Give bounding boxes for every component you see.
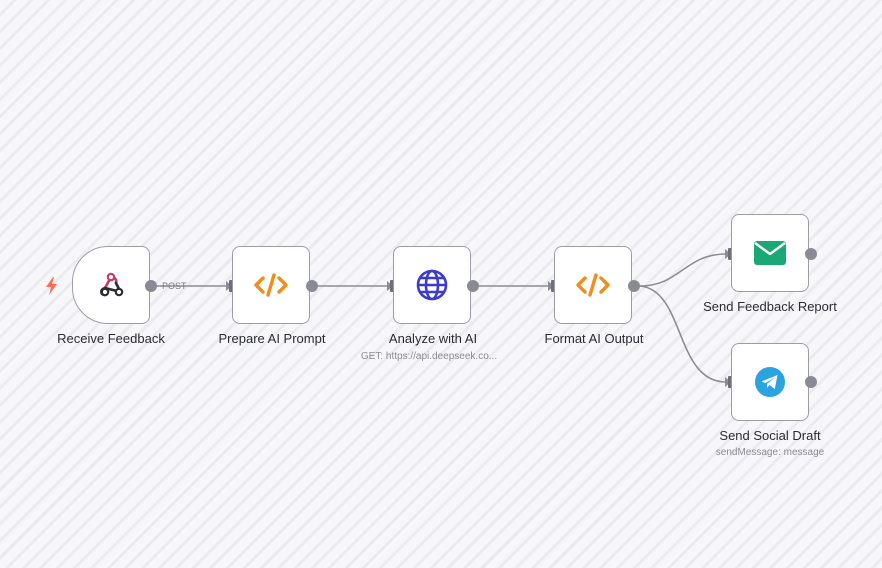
- node-subtitle: sendMessage: message: [715, 447, 825, 458]
- output-port[interactable]: [306, 280, 318, 292]
- edge-label-method: POST: [162, 281, 187, 291]
- node-label: Send Feedback Report: [703, 299, 837, 314]
- node-send-social-draft[interactable]: [731, 343, 809, 421]
- globe-icon: [416, 269, 448, 301]
- output-port[interactable]: [805, 376, 817, 388]
- output-port[interactable]: [145, 280, 157, 292]
- trigger-bolt-icon: [46, 277, 57, 295]
- edge-format-to-report: [639, 253, 727, 287]
- email-icon: [754, 241, 786, 265]
- code-icon: [576, 273, 610, 297]
- node-prepare-ai-prompt[interactable]: [232, 246, 310, 324]
- webhook-icon: [99, 272, 124, 297]
- node-label: Prepare AI Prompt: [218, 331, 326, 346]
- telegram-icon: [755, 367, 785, 397]
- output-port[interactable]: [467, 280, 479, 292]
- node-label: Analyze with AI: [388, 331, 478, 346]
- code-icon: [254, 273, 288, 297]
- node-label: Format AI Output: [544, 331, 644, 346]
- node-label: Receive Feedback: [57, 331, 165, 346]
- output-port[interactable]: [628, 280, 640, 292]
- node-receive-feedback[interactable]: [72, 246, 150, 324]
- node-send-feedback-report[interactable]: [731, 214, 809, 292]
- node-analyze-with-ai[interactable]: [393, 246, 471, 324]
- node-subtitle: GET: https://api.deepseek.co...: [360, 351, 498, 362]
- node-label: Send Social Draft: [719, 428, 821, 443]
- node-format-ai-output[interactable]: [554, 246, 632, 324]
- edge-format-to-social: [639, 285, 727, 383]
- output-port[interactable]: [805, 248, 817, 260]
